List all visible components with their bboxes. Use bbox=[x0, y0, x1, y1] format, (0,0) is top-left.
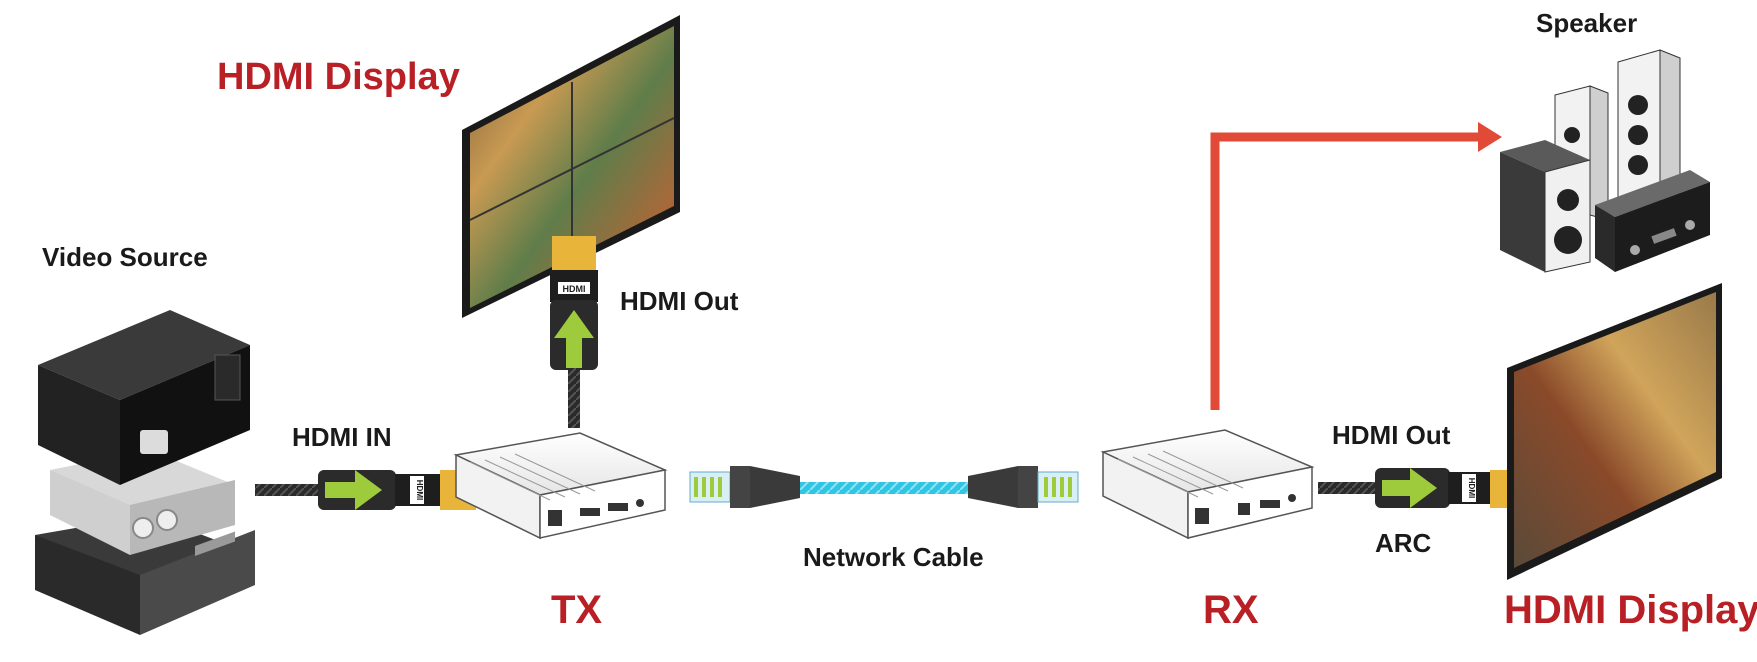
arrow-head-icon bbox=[1478, 122, 1502, 152]
hdmi-out-rx-label: HDMI Out bbox=[1332, 420, 1451, 450]
hdmi-display-top-label: HDMI Display bbox=[217, 56, 460, 98]
extender-box-icon bbox=[453, 432, 668, 540]
hdmi-out-rx-cable: HDMI bbox=[1318, 468, 1526, 508]
hdmi-plug-text-rx: HDMI bbox=[1467, 478, 1476, 498]
speaker-label: Speaker bbox=[1536, 8, 1638, 38]
arc-audio-path bbox=[1210, 132, 1480, 410]
video-source-stack-icon bbox=[35, 310, 255, 635]
display-panel-icon bbox=[462, 15, 680, 318]
rx-label: RX bbox=[1203, 588, 1259, 632]
tx-label: TX bbox=[551, 588, 603, 632]
network-cable bbox=[689, 466, 1079, 508]
arc-label: ARC bbox=[1375, 528, 1432, 558]
hdmi-plug-text: HDMI bbox=[415, 480, 424, 500]
hdmi-out-tx-label: HDMI Out bbox=[620, 286, 739, 316]
amplifier-icon bbox=[1595, 170, 1710, 272]
hdmi-in-label: HDMI IN bbox=[292, 422, 392, 452]
hdmi-in-cable: HDMI bbox=[255, 470, 476, 510]
hdmi-out-tx-cable: HDMI bbox=[550, 236, 598, 428]
video-source-label: Video Source bbox=[42, 242, 208, 272]
extender-box-icon bbox=[1100, 429, 1315, 540]
hdmi-display-right-label: HDMI Display bbox=[1504, 588, 1757, 632]
display-panel-icon bbox=[1507, 283, 1722, 580]
network-cable-label: Network Cable bbox=[803, 542, 984, 572]
hdmi-plug-text-tx: HDMI bbox=[563, 284, 586, 294]
